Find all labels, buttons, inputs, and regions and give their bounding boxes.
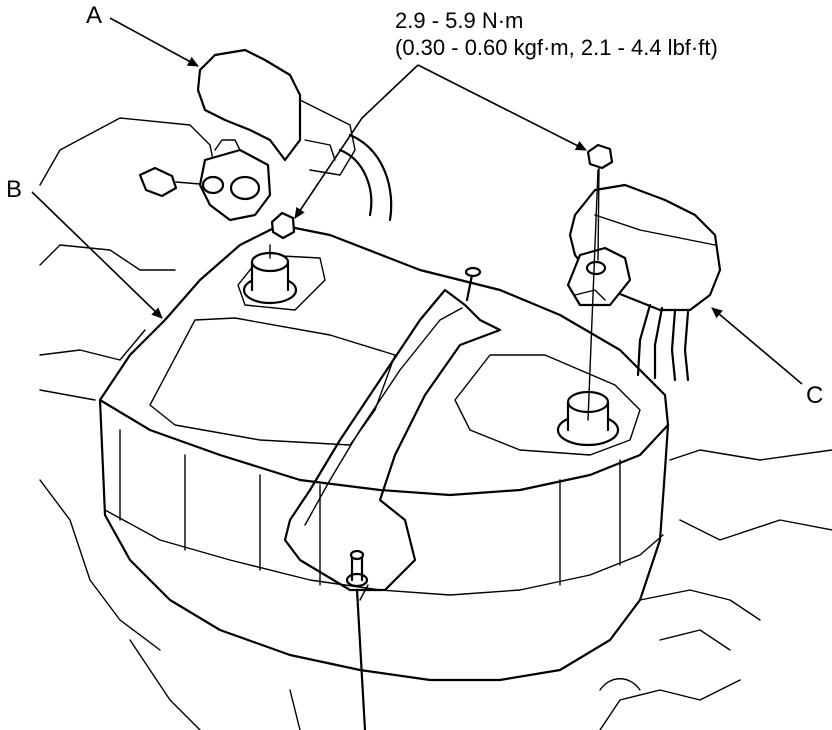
leader-lines <box>31 17 803 385</box>
engine-bay-outline <box>39 117 832 730</box>
negative-terminal-cover <box>196 48 393 222</box>
callout-c: C <box>806 382 824 409</box>
negative-post <box>242 251 298 305</box>
positive-terminal-clamp <box>566 143 632 421</box>
negative-terminal-clamp <box>138 139 296 259</box>
hold-down-bracket <box>283 266 502 730</box>
callout-b: B <box>6 176 23 203</box>
battery <box>98 223 670 682</box>
callout-a: A <box>86 2 103 29</box>
torque-spec-metric: 2.9 - 5.9 N·m <box>395 8 524 33</box>
torque-spec-conversion: (0.30 - 0.60 kgf·m, 2.1 - 4.4 lbf·ft) <box>395 35 718 60</box>
